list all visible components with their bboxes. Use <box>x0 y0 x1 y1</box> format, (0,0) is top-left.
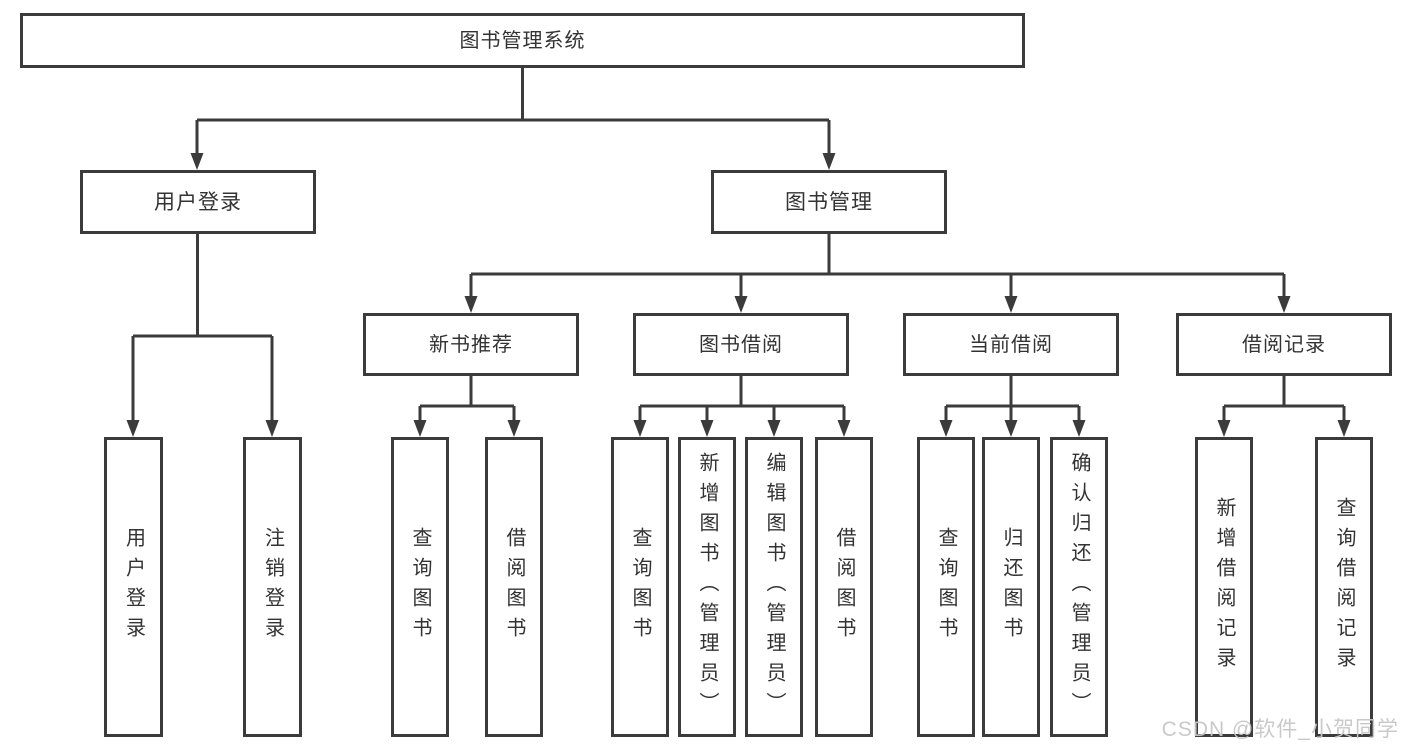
edge-records-to-leaves <box>1222 376 1346 421</box>
arrowhead-icon <box>822 153 836 170</box>
leaf-query-books-recommend: 查询图书 <box>391 437 449 737</box>
arrowhead-icon <box>190 153 204 170</box>
node-current-borrow-label: 当前借阅 <box>969 333 1053 356</box>
arrowhead-icon <box>1004 296 1018 313</box>
leaf-borrow-books: 借阅图书 <box>815 437 873 737</box>
leaf-label: 查询借阅记录 <box>1333 497 1355 677</box>
node-new-book-recommend-label: 新书推荐 <box>429 333 513 356</box>
leaf-logout: 注销登录 <box>243 437 302 737</box>
arrowhead-icon <box>1337 420 1351 437</box>
arrowhead-icon <box>126 420 140 437</box>
leaf-add-book-admin: 新增图书（管理员） <box>678 437 736 737</box>
edge-root-to-branches <box>195 68 831 154</box>
arrowhead-icon <box>939 420 953 437</box>
edge-newbook-to-leaves <box>418 376 516 421</box>
leaf-edit-book-admin: 编辑图书（管理员） <box>745 437 803 737</box>
leaf-confirm-return-admin: 确认归还（管理员） <box>1050 437 1108 737</box>
leaf-user-login: 用户登录 <box>104 437 163 737</box>
leaf-label: 查询图书 <box>409 527 431 647</box>
node-root-label: 图书管理系统 <box>459 29 586 52</box>
node-user-login: 用户登录 <box>80 170 316 234</box>
node-book-management-label: 图书管理 <box>785 190 873 214</box>
arrowhead-icon <box>1217 420 1231 437</box>
leaf-label: 查询图书 <box>935 527 957 647</box>
leaf-query-books-current: 查询图书 <box>917 437 975 737</box>
leaf-label: 确认归还（管理员） <box>1068 452 1090 722</box>
leaf-label: 归还图书 <box>1000 527 1022 647</box>
arrowhead-icon <box>633 420 647 437</box>
edge-current-to-leaves <box>944 376 1081 421</box>
node-new-book-recommend: 新书推荐 <box>363 313 579 376</box>
arrowhead-icon <box>464 296 478 313</box>
arrowhead-icon <box>700 420 714 437</box>
edge-userlogin-to-leaves <box>131 234 274 421</box>
csdn-watermark: CSDN @软件_小贺同学 <box>1161 718 1399 741</box>
node-book-management: 图书管理 <box>711 170 947 234</box>
leaf-label: 新增借阅记录 <box>1213 497 1235 677</box>
leaf-add-borrow-record: 新增借阅记录 <box>1195 437 1253 737</box>
leaf-query-books-borrow: 查询图书 <box>611 437 669 737</box>
arrowhead-icon <box>1004 420 1018 437</box>
node-root: 图书管理系统 <box>20 13 1025 68</box>
arrowhead-icon <box>767 420 781 437</box>
edge-bookmgmt-to-groups <box>469 234 1286 298</box>
leaf-label: 注销登录 <box>261 527 284 647</box>
leaf-label: 借阅图书 <box>833 527 855 647</box>
leaf-label: 新增图书（管理员） <box>696 452 718 722</box>
arrowhead-icon <box>1277 296 1291 313</box>
node-book-borrow-label: 图书借阅 <box>699 333 783 356</box>
leaf-label: 查询图书 <box>629 527 651 647</box>
arrowhead-icon <box>734 296 748 313</box>
node-user-login-label: 用户登录 <box>154 190 242 214</box>
leaf-label: 用户登录 <box>122 527 145 647</box>
leaf-borrow-books-recommend: 借阅图书 <box>485 437 543 737</box>
node-book-borrow: 图书借阅 <box>633 313 849 376</box>
arrowhead-icon <box>1072 420 1086 437</box>
leaf-label: 借阅图书 <box>503 527 525 647</box>
node-borrow-records: 借阅记录 <box>1176 313 1392 376</box>
arrowhead-icon <box>265 420 279 437</box>
leaf-query-borrow-record: 查询借阅记录 <box>1315 437 1373 737</box>
leaf-return-book: 归还图书 <box>982 437 1040 737</box>
arrowhead-icon <box>837 420 851 437</box>
arrowhead-icon <box>507 420 521 437</box>
arrowhead-icon <box>413 420 427 437</box>
node-current-borrow: 当前借阅 <box>903 313 1119 376</box>
node-borrow-records-label: 借阅记录 <box>1242 333 1326 356</box>
edge-borrow-to-leaves <box>638 376 846 421</box>
leaf-label: 编辑图书（管理员） <box>763 452 785 722</box>
